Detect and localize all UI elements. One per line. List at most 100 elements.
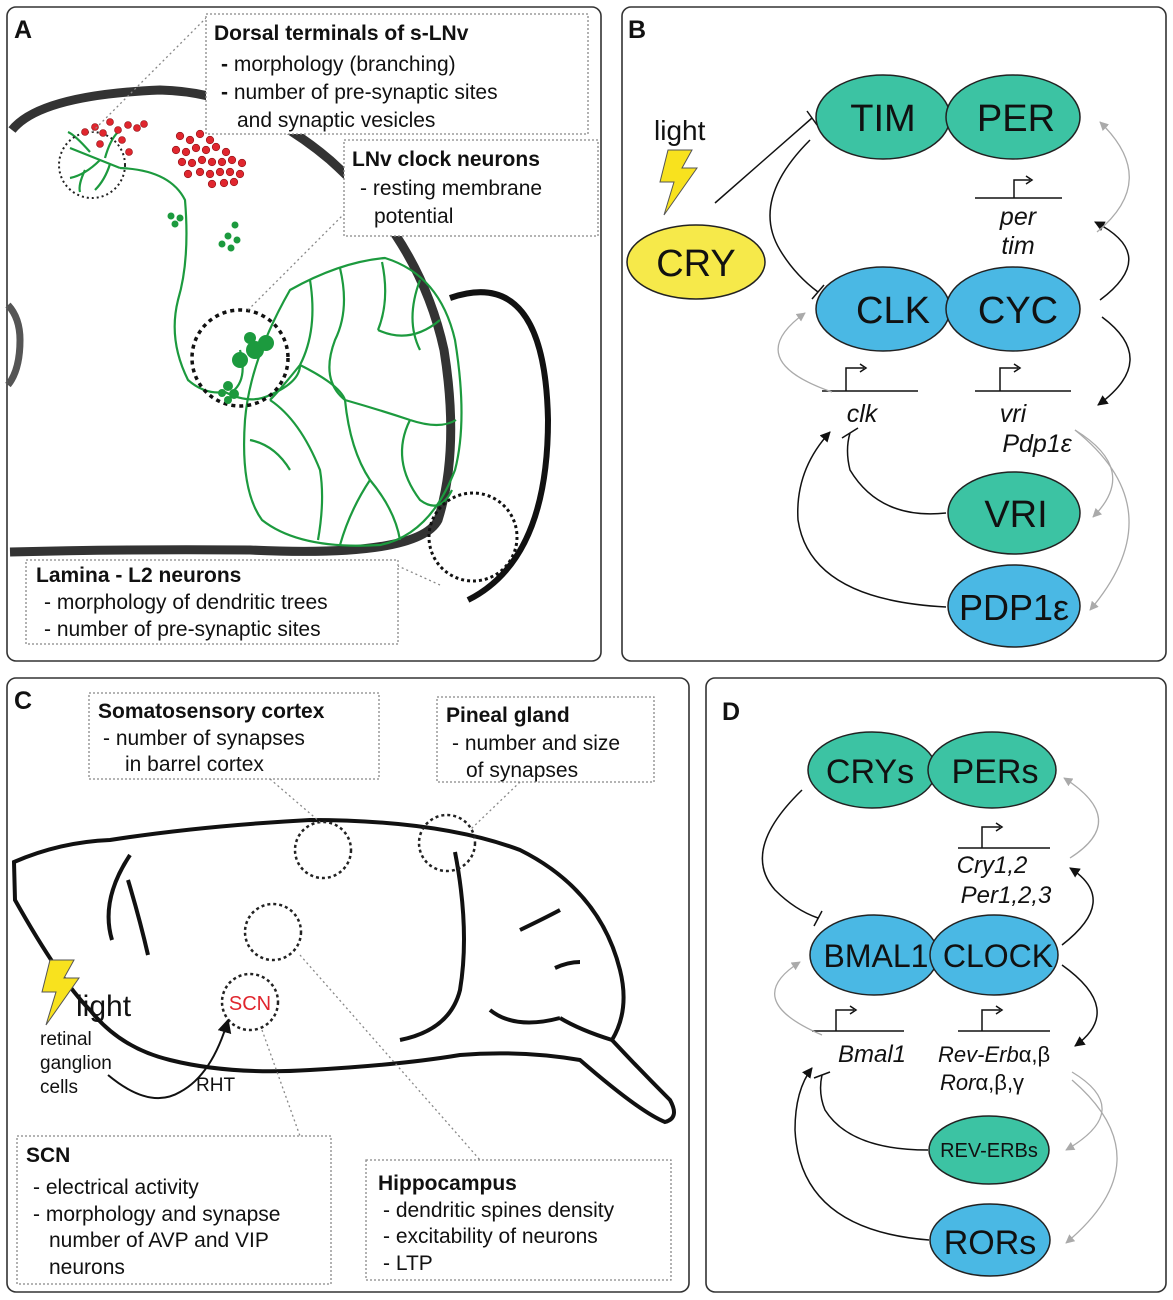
brain-outline xyxy=(8,85,456,557)
bmal1-translation-arrow xyxy=(774,961,823,1036)
somatosensory-region-circle xyxy=(293,820,353,880)
somato-bullet-1-cont: in barrel cortex xyxy=(125,753,264,776)
retinal-label-2: ganglion xyxy=(40,1053,112,1074)
dorsal-callout-box xyxy=(205,13,589,135)
tim-label: TIM xyxy=(850,98,915,140)
rht-label: RHT xyxy=(196,1075,235,1096)
scn-callout-line xyxy=(261,1029,301,1137)
vri-node xyxy=(947,471,1081,555)
medulla-arborization xyxy=(242,256,463,547)
gene-tim: tim xyxy=(1001,232,1034,260)
pers-node xyxy=(927,731,1057,809)
gene-per-d: Per1,2,3 xyxy=(961,882,1052,909)
dorsal-bullet-1: - morphology (branching) xyxy=(221,53,456,76)
red-vesicles xyxy=(81,118,247,189)
lnv-somata xyxy=(218,332,274,404)
panel-c-frame xyxy=(6,677,690,1293)
somato-callout-line xyxy=(269,778,321,823)
optic-lobe-outline xyxy=(449,289,552,603)
lamina-callout-box xyxy=(25,559,399,645)
scn-bullet-2: - morphology and synapse xyxy=(33,1203,280,1226)
clock-activates-cry-per xyxy=(1061,867,1094,946)
tim-inhibits-clk xyxy=(769,139,819,293)
per-tim-promoter xyxy=(975,175,1062,199)
lamina-callout-line xyxy=(397,565,441,586)
dorsal-callout-line xyxy=(91,17,207,133)
pineal-callout-line xyxy=(469,781,521,831)
hippo-bullet-2: - excitability of neurons xyxy=(383,1225,598,1248)
scn-region-circle xyxy=(220,972,280,1032)
c-lightning-bolt-icon xyxy=(41,959,80,1026)
panel-letter-b: B xyxy=(628,16,646,44)
cry-label: CRY xyxy=(656,243,736,285)
panel-d-frame xyxy=(705,677,1167,1293)
vri-inhibits-clk xyxy=(846,432,947,515)
panel-letter-a: A xyxy=(14,16,32,44)
per-node xyxy=(945,74,1081,160)
pineal-callout-box xyxy=(436,696,655,783)
panel-a: Dorsal terminals of s-LNv - morphology (… xyxy=(5,13,599,645)
dorsal-bullet-2-cont: and synaptic vesicles xyxy=(237,109,435,132)
per-degradation-arrow xyxy=(1096,121,1130,233)
lnv-bullet-1-cont: potential xyxy=(374,205,453,228)
panel-b-frame xyxy=(621,6,1167,662)
hippo-title: Hippocampus xyxy=(378,1172,517,1195)
dorsal-bullet-2: - number of pre-synaptic sites xyxy=(221,81,498,104)
panel-a-frame xyxy=(6,6,602,662)
cry-inhibits-tim xyxy=(714,117,813,204)
pdp1e-translation-arrow xyxy=(1074,429,1130,611)
scn-region-label: SCN xyxy=(229,993,271,1015)
panel-b: light CRY TIM PER CLK CYC per tim xyxy=(626,74,1131,648)
scn-callout-box xyxy=(16,1135,332,1285)
lamina-title: Lamina - L2 neurons xyxy=(36,564,241,587)
gene-clk: clk xyxy=(847,400,879,428)
lnv-callout-line xyxy=(247,213,345,311)
clk-translation-arrow xyxy=(777,312,833,393)
cry-per-promoter xyxy=(958,822,1050,849)
panel-c: SCN light retinal ganglion cells RHT Som… xyxy=(11,692,676,1285)
somato-title: Somatosensory cortex xyxy=(98,700,325,723)
clock-activates-reverb xyxy=(1061,964,1098,1047)
clk-label: CLK xyxy=(856,290,930,332)
bmal1-promoter xyxy=(812,1005,904,1032)
gene-cry: Cry1,2 xyxy=(957,852,1028,879)
pdp1e-activates-clk xyxy=(797,431,947,608)
panel-letter-c: C xyxy=(14,687,32,715)
cyc-label: CYC xyxy=(978,290,1058,332)
cyc-activates-vri xyxy=(1097,316,1131,406)
reverbs-label: REV-ERBs xyxy=(940,1140,1038,1162)
lamina-region-circle xyxy=(427,491,519,583)
retinal-label-3: cells xyxy=(40,1077,78,1098)
cry-node xyxy=(626,224,766,300)
scn-bullet-2-cont2: neurons xyxy=(49,1256,125,1279)
scn-title: SCN xyxy=(26,1144,70,1167)
b-light-label: light xyxy=(654,115,706,146)
rors-activate-bmal1 xyxy=(794,1067,930,1241)
scn-bullet-1: - electrical activity xyxy=(33,1176,199,1199)
mouse-brain-outline xyxy=(11,817,676,1125)
rors-node xyxy=(929,1203,1051,1277)
hippo-bullet-3: - LTP xyxy=(383,1252,433,1275)
lnv-neuron xyxy=(67,130,302,401)
rors-label: RORs xyxy=(944,1224,1037,1262)
retinal-label-1: retinal xyxy=(40,1029,92,1050)
crys-label: CRYs xyxy=(826,753,914,791)
brain-internal-lines xyxy=(106,851,613,1042)
per-label: PER xyxy=(977,98,1055,140)
pers-label: PERs xyxy=(952,753,1039,791)
cyc-node xyxy=(945,266,1081,352)
dorsal-title: Dorsal terminals of s-LNv xyxy=(214,22,469,45)
reverb-ror-promoter xyxy=(958,1005,1050,1032)
lamina-bullet-1: - morphology of dendritic trees xyxy=(44,591,328,614)
bmal1-label: BMAL1 xyxy=(824,938,929,974)
gene-pdp1e: Pdp1ε xyxy=(1002,430,1072,458)
scn-bullet-2-cont: number of AVP and VIP xyxy=(49,1229,269,1252)
green-vesicles xyxy=(167,212,241,252)
gene-reverb: Rev-Erbα,β xyxy=(938,1042,1050,1067)
lnv-callout-box xyxy=(343,139,599,237)
vri-label: VRI xyxy=(984,494,1047,536)
vri-translation-arrow xyxy=(1074,429,1114,518)
cyc-activates-per-tim xyxy=(1094,221,1130,301)
lnv-bullet-1: - resting membrane xyxy=(360,177,542,200)
